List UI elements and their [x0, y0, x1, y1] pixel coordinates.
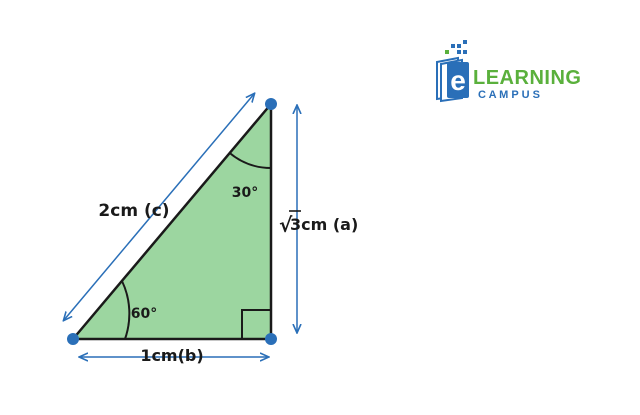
angle-top-label: 30°	[232, 185, 258, 201]
base-label: 1cm(b)	[140, 346, 203, 365]
elearning-campus-logo: e LEARNING C A M P U S	[436, 40, 581, 103]
logo-e-letter: e	[450, 65, 466, 96]
right-triangle	[71, 102, 273, 341]
vertex-top	[265, 98, 277, 110]
vertical-side-text: 3cm (a)	[290, 215, 358, 234]
logo-e-box	[447, 62, 469, 98]
vertical-side-label: √ 3cm (a)	[279, 210, 358, 237]
vertex-bottom-left	[67, 333, 79, 345]
logo-learning-text: LEARNING	[473, 67, 581, 89]
hypotenuse-label: 2cm (c)	[98, 201, 169, 221]
hypotenuse-dimension-arrow	[64, 94, 254, 320]
vertex-bottom-right	[265, 333, 277, 345]
angle-bottom-label: 60°	[131, 306, 157, 322]
radical-sign: √	[279, 213, 293, 237]
logo-pixel-decoration	[445, 40, 467, 54]
logo-campus-text: C A M P U S	[478, 89, 540, 101]
